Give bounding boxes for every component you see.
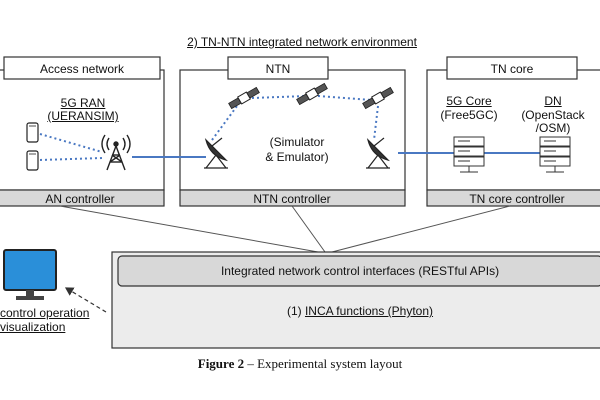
ground-station-dish-icon [366, 137, 390, 169]
ntn-header: NTN [265, 62, 291, 76]
satellite-links [211, 95, 379, 141]
environment-title: 2) TN-NTN integrated network environment [187, 35, 417, 49]
ran-label: 5G RAN [60, 96, 106, 110]
ground-station-dish-icon [204, 137, 228, 169]
visualization-label-1: control operation [0, 306, 90, 320]
wireless-links [39, 133, 103, 161]
wired-links [132, 152, 540, 158]
dn-label: DN [544, 94, 562, 108]
phone-icon [26, 122, 39, 143]
figure-caption: Figure 2 – Experimental system layout [197, 356, 403, 371]
control-interfaces-label: Integrated network control interfaces (R… [220, 264, 500, 278]
tn-core-box [426, 56, 600, 207]
dn-sublabel-1: (OpenStack [521, 108, 585, 122]
monitor-icon [3, 249, 57, 300]
satellite-icon [228, 86, 260, 110]
simulator-label: (Simulator [269, 135, 325, 149]
phone-icon [26, 150, 39, 171]
emulator-label: & Emulator) [265, 150, 329, 164]
dn-sublabel-2: /OSM) [535, 121, 571, 135]
inca-block [111, 251, 600, 349]
access-network-box [0, 56, 165, 207]
inca-functions-label: (1) INCA functions (Phyton) [286, 304, 434, 318]
5g-core-label: 5G Core [446, 94, 492, 108]
server-icon [453, 136, 485, 173]
satellite-icon [296, 82, 328, 106]
access-network-header: Access network [39, 62, 125, 76]
tn-core-header: TN core [490, 62, 534, 76]
ran-sublabel: (UERANSIM) [47, 109, 119, 123]
5g-core-sublabel: (Free5GC) [440, 108, 498, 122]
satellite-icon [362, 86, 394, 110]
controller-connector-lines [59, 205, 511, 253]
cell-tower-icon [101, 134, 131, 171]
ntn-controller-label: NTN controller [253, 192, 331, 206]
an-controller-label: AN controller [45, 192, 115, 206]
server-icon [539, 136, 571, 173]
visualization-label-2: visualization [0, 320, 66, 334]
tn-core-controller-label: TN core controller [469, 192, 565, 206]
visualization-arrow [64, 287, 107, 313]
ntn-box [179, 56, 406, 207]
